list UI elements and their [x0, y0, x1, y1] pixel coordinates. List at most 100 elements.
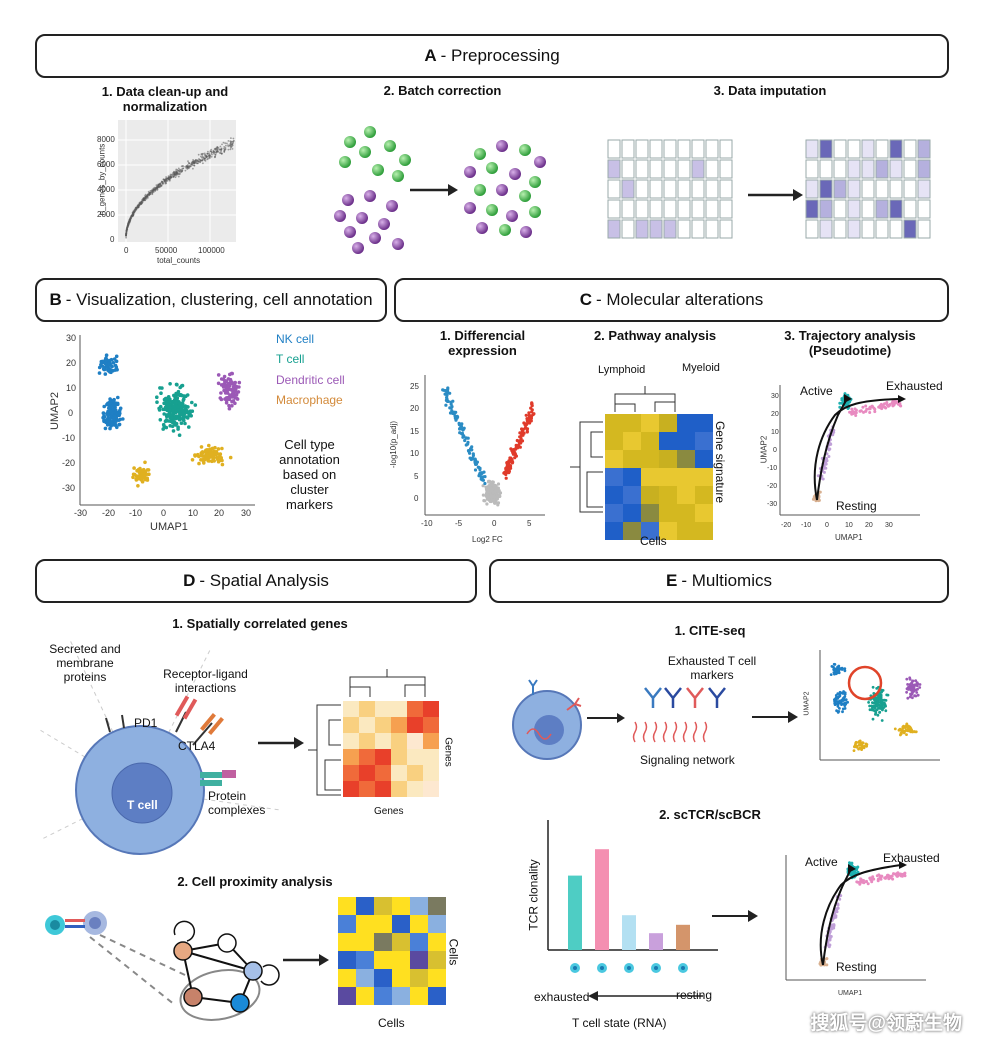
tcr-bar [568, 875, 582, 950]
green-cell [529, 206, 541, 218]
qc-point [152, 187, 155, 190]
umap-point [840, 668, 844, 671]
volcano-point [451, 399, 455, 403]
purple-cell [534, 156, 546, 168]
green-cell [372, 164, 384, 176]
qc-point [214, 155, 216, 158]
heatmap-cell [623, 522, 641, 540]
grid-cell [607, 159, 621, 179]
umap-point [911, 679, 914, 683]
volcano-point [527, 419, 531, 424]
heatmap-cell [392, 897, 410, 915]
qc-xtick-100000: 100000 [198, 246, 225, 255]
qc-point [180, 168, 183, 171]
heatmap-cell [374, 951, 392, 969]
qc-point [187, 166, 189, 168]
umap-point [841, 710, 844, 714]
umap-point [227, 387, 232, 392]
qc-ytick-4000: 4000 [97, 185, 115, 194]
grid-cell [903, 199, 917, 219]
umap-point [840, 698, 844, 702]
arrow-to-cells-heatmap [283, 954, 329, 966]
volcano-point [504, 476, 508, 480]
qc-point [135, 206, 138, 209]
volcano-ytick: 0 [414, 494, 419, 503]
qc-point [166, 179, 169, 182]
traj-point [833, 915, 837, 919]
qc-point [219, 152, 222, 154]
qc-point [147, 193, 149, 196]
heatmap-cell [391, 733, 407, 749]
heatmap-cell [428, 933, 446, 951]
qc-point [229, 145, 231, 147]
qc-xtick-50000: 50000 [155, 246, 178, 255]
umap-point [222, 374, 227, 379]
qc-point [163, 178, 166, 181]
genes-bottom-label: Genes [374, 806, 404, 817]
trajectory-ytick: -10 [767, 465, 778, 472]
volcano-point [493, 486, 497, 490]
traj-point [849, 873, 853, 877]
qc-point [174, 174, 176, 177]
traj-point [879, 404, 883, 408]
qc-point [126, 226, 128, 229]
traj-point [856, 870, 860, 874]
qc-point [202, 158, 204, 161]
qc-point [155, 188, 157, 190]
qc-point [231, 148, 234, 150]
qc-point [229, 148, 232, 151]
exhausted-state-label: exhausted [534, 990, 590, 1004]
heatmap-cell [338, 987, 356, 1005]
umap-point [880, 698, 884, 702]
qc-point [232, 137, 235, 140]
heatmap-cell [623, 450, 641, 468]
batch-before-cells [334, 126, 411, 254]
qc-point [145, 194, 148, 197]
umap-point [907, 729, 911, 733]
grid-cell [691, 219, 705, 239]
umap-point [174, 414, 179, 418]
volcano-xtick: 5 [527, 519, 532, 528]
step-spatial-genes-title: 1. Spatially correlated genes [172, 616, 348, 631]
umap-point [185, 416, 190, 420]
grid-cell [621, 179, 635, 199]
grid-cell [621, 139, 635, 159]
heatmap-cell [428, 897, 446, 915]
grid-cell [875, 219, 889, 239]
qc-point [214, 147, 217, 150]
umap-point [136, 467, 141, 472]
protein-complexes-label: Protein complexes [208, 789, 278, 817]
umap-point [875, 703, 879, 707]
qc-ytick-2000: 2000 [97, 210, 115, 219]
umap-point [223, 397, 227, 401]
volcano-point [495, 487, 499, 491]
heatmap-cell [428, 915, 446, 933]
pathway-cells-label: Cells [640, 534, 667, 548]
qc-point [128, 220, 131, 222]
volcano-point [489, 482, 493, 486]
cell-state-icon [573, 966, 577, 970]
umap-point [228, 455, 233, 460]
purple-cell [369, 232, 381, 244]
umap-point [857, 743, 861, 747]
volcano-point [513, 452, 518, 456]
grid-cell [889, 219, 903, 239]
arrow-to-tcr-trajectory [712, 910, 758, 922]
traj-point [876, 879, 880, 883]
green-cell [519, 144, 531, 156]
cite-umap-points [829, 662, 922, 752]
umap-point [221, 385, 226, 389]
qc-point [220, 152, 223, 155]
umap-point [843, 669, 847, 673]
umap-point [111, 361, 116, 365]
grid-cell [705, 139, 719, 159]
qc-point [161, 181, 164, 184]
heatmap-cell [343, 717, 359, 733]
umap-point [157, 406, 161, 411]
trajectory-xtick: 20 [865, 522, 873, 529]
banner-title: - Molecular alterations [596, 290, 764, 309]
banner-molecular: C - Molecular alterations [394, 278, 949, 322]
grid-cell [635, 159, 649, 179]
heatmap-cell [375, 717, 391, 733]
grid-cell [805, 159, 819, 179]
